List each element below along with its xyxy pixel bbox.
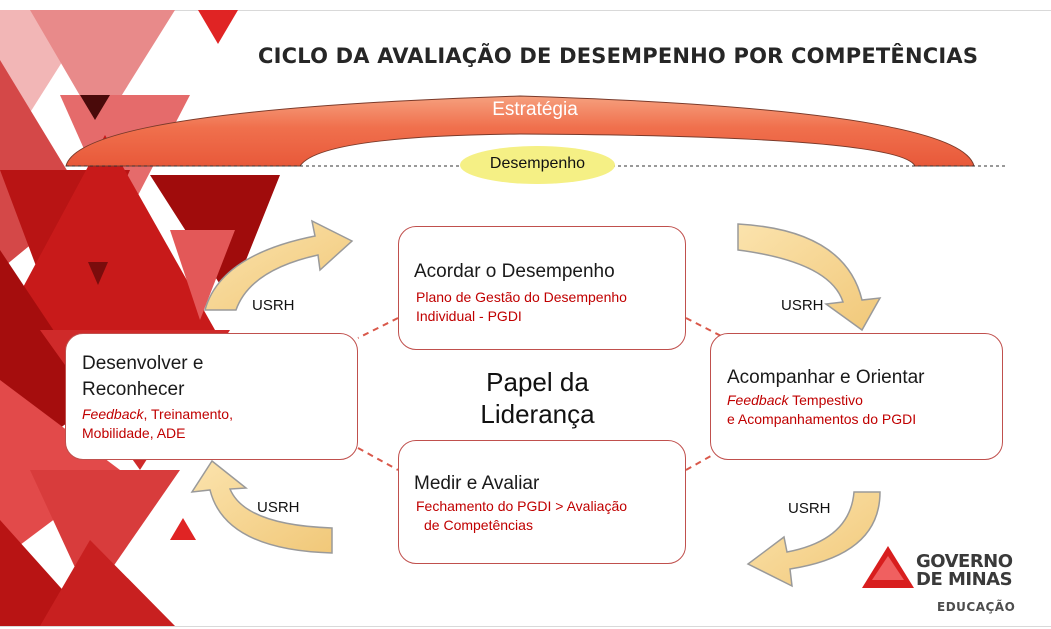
strategy-label: Estratégia (492, 99, 578, 120)
strategy-arc (65, 95, 975, 167)
box-monitor-guide (710, 333, 1003, 460)
box-monitor-sub2: e Acompanhamentos do PGDI (727, 411, 917, 427)
box-develop-title2: Reconhecer (82, 379, 185, 400)
usrh-label-bottom-left: USRH (257, 499, 300, 516)
box-develop-sub2: Mobilidade, ADE (82, 425, 186, 441)
box-measure-sub1: Fechamento do PGDI > Avaliação (416, 498, 628, 514)
page-title: CICLO DA AVALIAÇÃO DE DESEMPENHO POR COM… (258, 44, 979, 68)
feedback-italic: Feedback (727, 392, 789, 408)
arrow-top-left (204, 219, 354, 311)
red-triangle-decoration (0, 10, 280, 626)
box-agree-sub2: Individual - PGDI (416, 308, 522, 324)
box-monitor-sub1: Feedback Tempestivo (727, 391, 863, 410)
leadership-line1: Papel da (486, 367, 589, 397)
bottom-border (0, 626, 1051, 627)
cycle-arrows (190, 219, 882, 588)
leadership-line2: Liderança (480, 399, 595, 429)
arrow-bottom-right (746, 491, 881, 588)
logo-line2: DE MINAS (916, 569, 1013, 590)
performance-ellipse (460, 146, 615, 184)
arrow-top-right (737, 223, 882, 332)
box-monitor-title: Acompanhar e Orientar (727, 367, 925, 388)
performance-label: Desempenho (489, 155, 586, 172)
box-develop-sub1: Feedback, Treinamento, (82, 405, 233, 424)
box-develop-recognize (65, 333, 358, 460)
logo-sub: EDUCAÇÃO (937, 600, 1016, 614)
box-measure-title: Medir e Avaliar (414, 473, 540, 494)
usrh-label-top-right: USRH (781, 297, 824, 314)
top-border (0, 10, 1051, 11)
usrh-label-top-left: USRH (252, 297, 295, 314)
usrh-label-bottom-right: USRH (788, 500, 831, 517)
arrow-bottom-left (190, 459, 333, 554)
box-measure-evaluate (398, 440, 686, 564)
box-monitor-sub1-rest: Tempestivo (788, 392, 863, 408)
logo-line1: GOVERNO (916, 551, 1013, 572)
feedback-italic: Feedback (82, 406, 144, 422)
leadership-label: Papel da Liderança (455, 366, 620, 430)
box-agree-sub1: Plano de Gestão do Desempenho (416, 289, 627, 305)
box-develop-title1: Desenvolver e (82, 353, 204, 374)
box-develop-sub1-rest: , Treinamento, (143, 406, 233, 422)
box-agree-performance (398, 226, 686, 350)
box-measure-sub2: de Competências (424, 517, 533, 533)
box-agree-title: Acordar o Desempenho (414, 261, 615, 282)
